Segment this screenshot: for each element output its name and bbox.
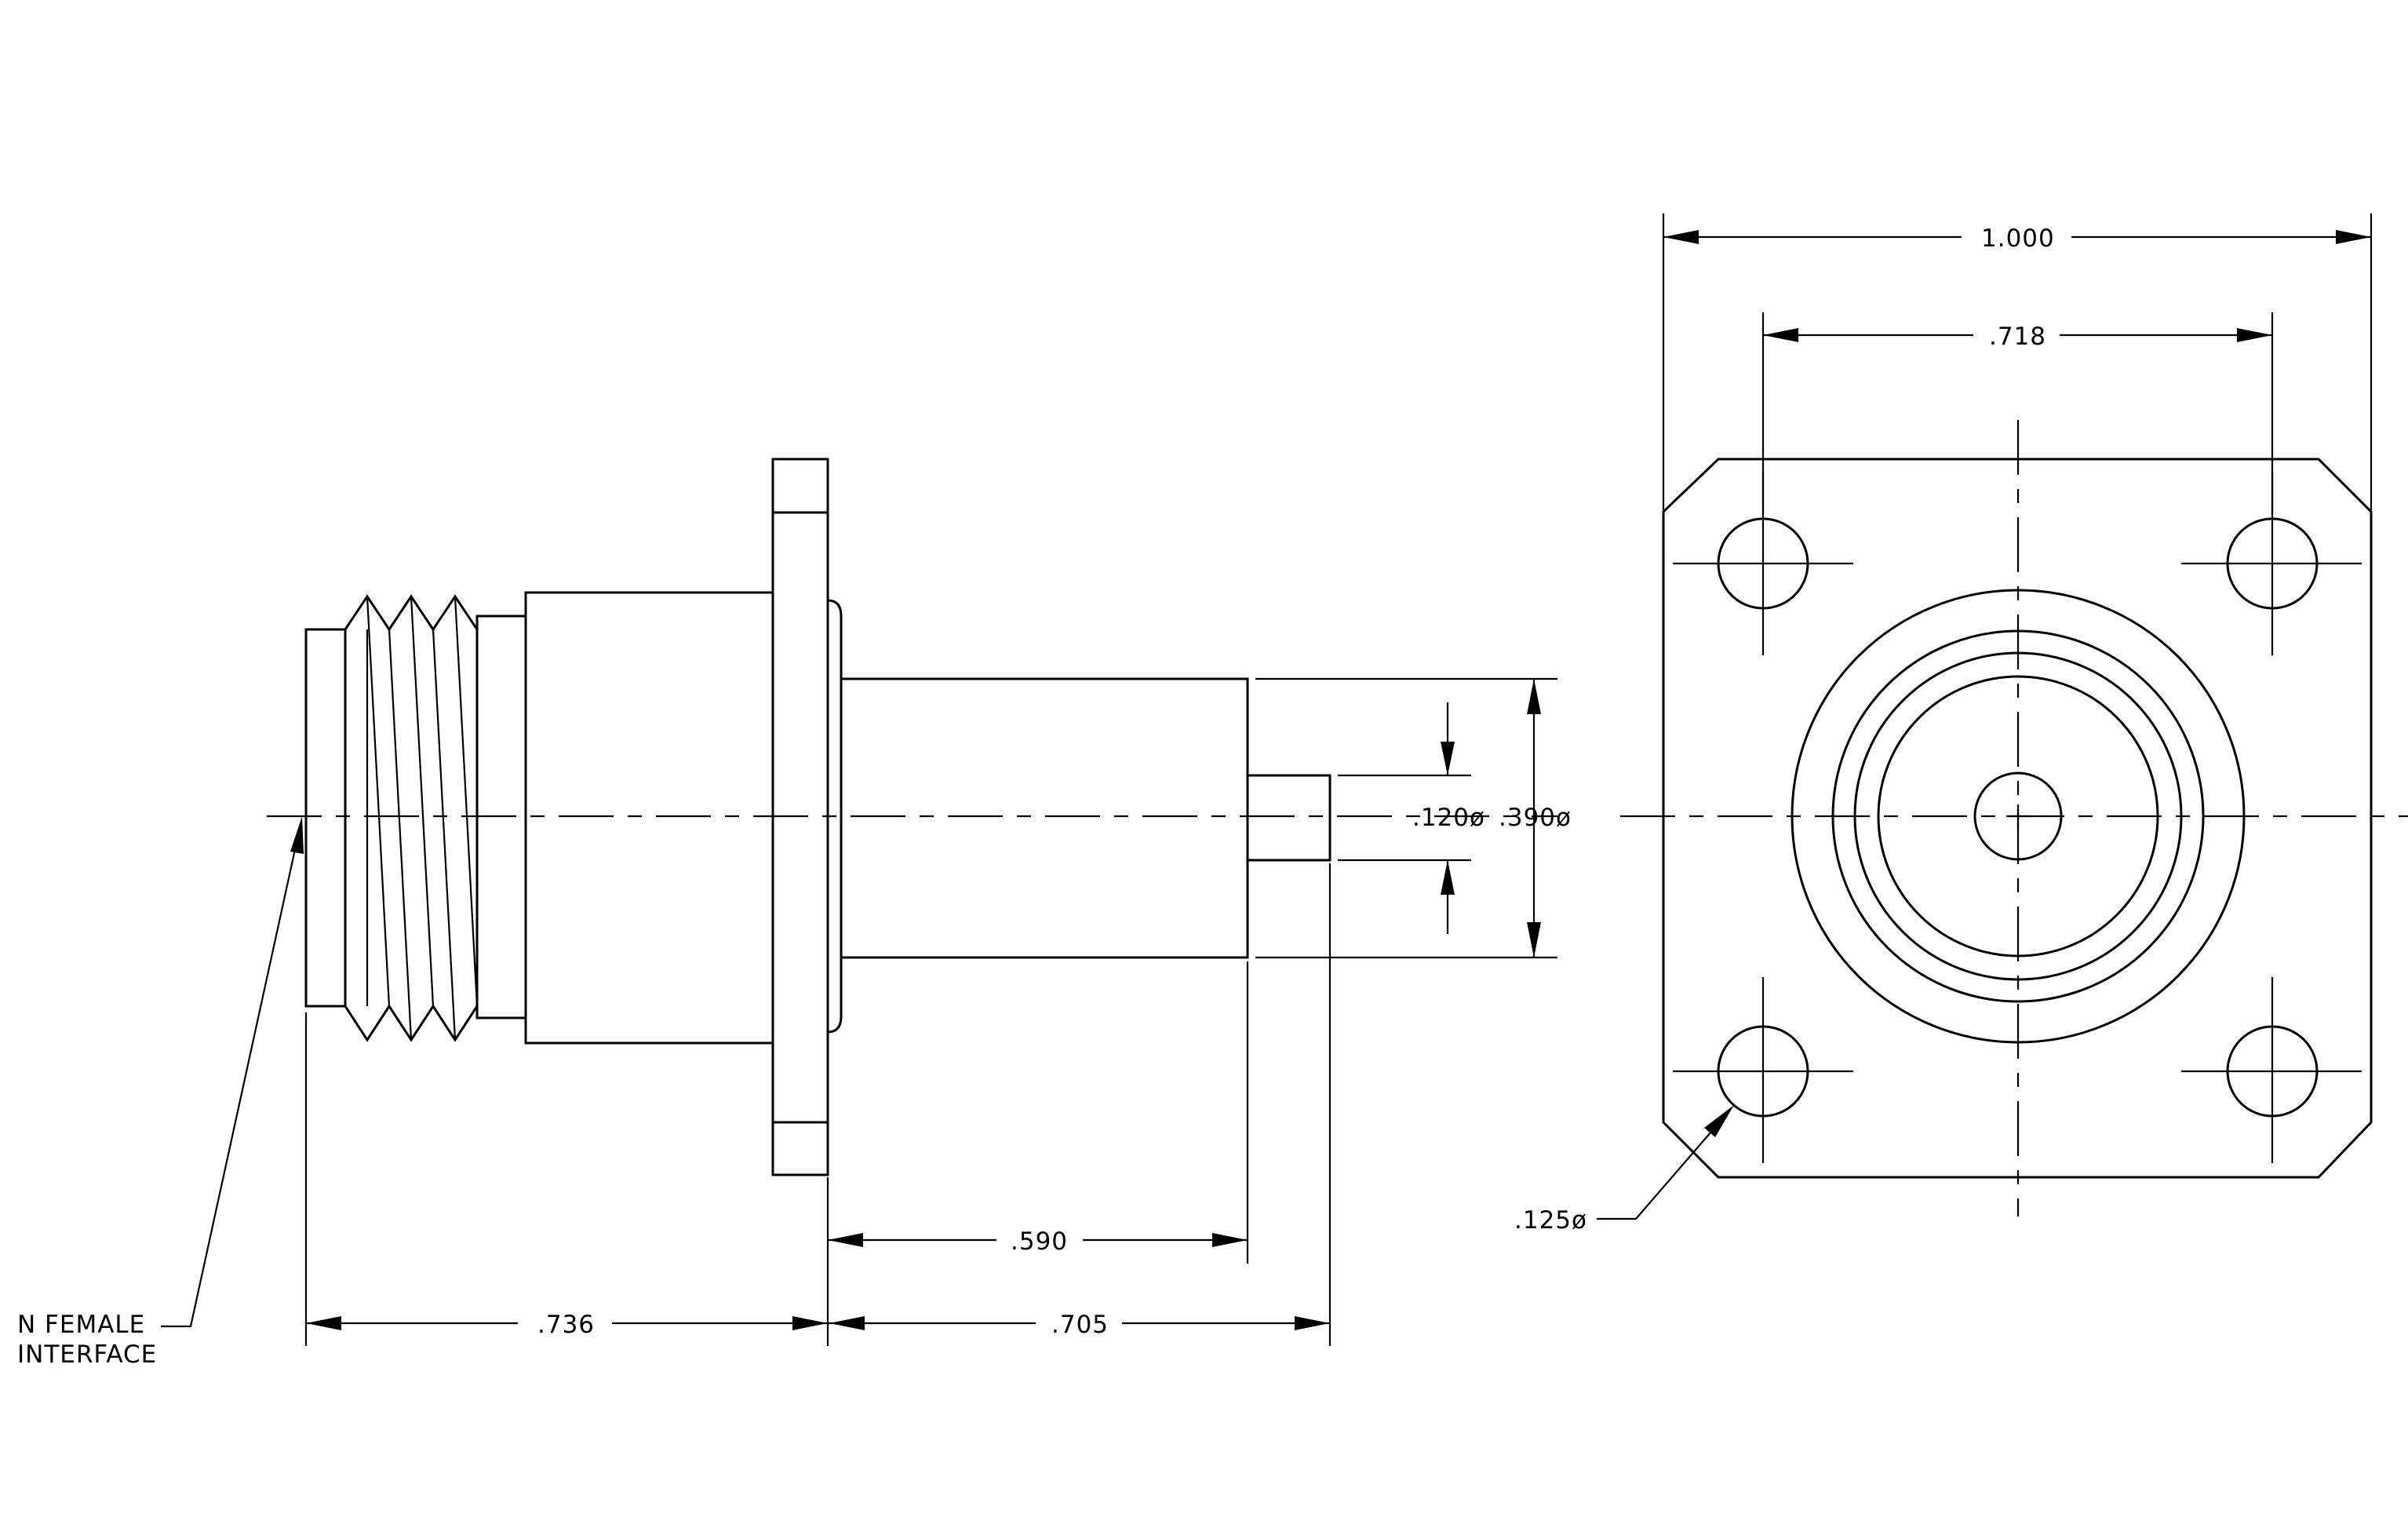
ring-2: [1831, 629, 2205, 1003]
tail-length-label: .705: [1051, 1311, 1109, 1339]
body-length-label: .590: [1011, 1227, 1068, 1256]
tail-body: [840, 677, 1249, 959]
interface-note-line1: N FEMALE: [17, 1311, 145, 1339]
ring-4: [1877, 675, 2159, 957]
interface-leader: [161, 827, 301, 1328]
hole-diameter-label: .125ø: [1514, 1206, 1587, 1235]
front-view: 1.000 .718 .125ø: [1514, 213, 2408, 1235]
ring-3: [1853, 651, 2183, 981]
mounting-holes: [1673, 471, 2362, 1163]
hole-leader: [1597, 1114, 1727, 1220]
thread-section: [343, 594, 479, 1042]
interface-note-line2: INTERFACE: [17, 1340, 157, 1369]
side-view: .120ø .390ø .590 .736 .705 N FEMALE INTE…: [17, 458, 1572, 1369]
hole-spacing-label: .718: [1989, 323, 2046, 351]
center-contact: [1973, 771, 2063, 861]
overall-width-label: .736: [537, 1311, 595, 1339]
body: [524, 591, 774, 1045]
center-pin: [1246, 774, 1332, 862]
front-ring: [304, 628, 347, 1008]
outer-ring: [1791, 589, 2246, 1044]
flange-side: [771, 458, 829, 1176]
flange-width-label: 1.000: [1981, 224, 2055, 253]
body-diameter-label: .390ø: [1499, 804, 1572, 832]
pin-diameter-label: .120ø: [1412, 804, 1485, 832]
flange-front: [1662, 458, 2373, 1179]
